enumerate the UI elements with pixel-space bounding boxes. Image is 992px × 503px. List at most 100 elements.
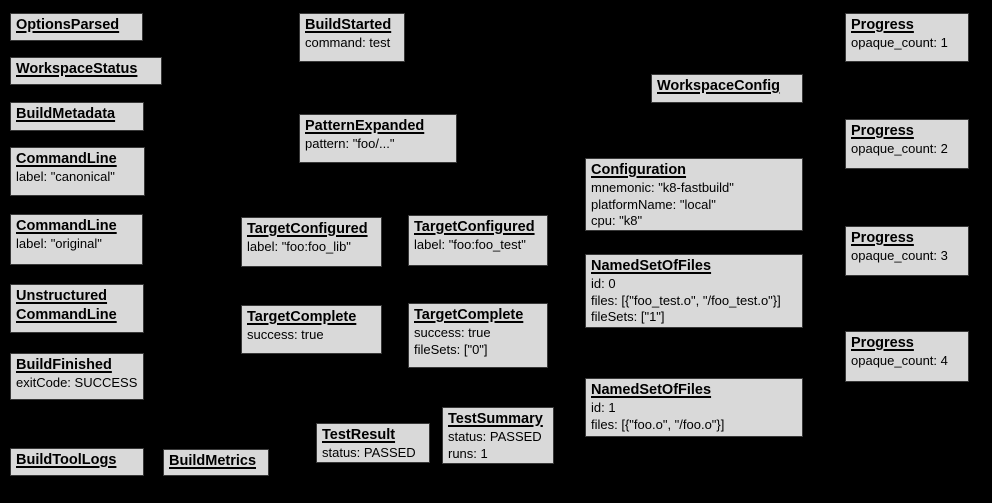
event-node-body-line: opaque_count: 3 <box>851 248 948 263</box>
event-node-title-line: BuildMetrics <box>169 453 257 469</box>
event-node-title: Progress <box>851 229 964 248</box>
event-node-title: TargetComplete <box>414 306 543 325</box>
event-node-body-line: exitCode: SUCCESS <box>16 375 138 390</box>
event-node-title: WorkspaceStatus <box>16 60 157 79</box>
event-node-title: BuildStarted <box>305 16 400 35</box>
event-node-title: PatternExpanded <box>305 117 452 136</box>
event-node-title-line: NamedSetOfFiles <box>591 382 712 398</box>
event-node-title-line: TestResult <box>322 427 396 443</box>
event-node-body: label: "canonical" <box>16 169 140 186</box>
event-node-title: BuildToolLogs <box>16 451 139 470</box>
event-node-body: command: test <box>305 35 400 52</box>
event-node-body: label: "original" <box>16 236 138 253</box>
event-node-title-line: Unstructured <box>16 288 108 304</box>
event-node-title: OptionsParsed <box>16 16 138 35</box>
event-node-pattern-expanded: PatternExpanded pattern: "foo/..." <box>299 114 457 163</box>
event-node-title-line: CommandLine <box>16 151 117 167</box>
event-node-title-line: Progress <box>851 123 914 139</box>
event-node-progress-1: Progress opaque_count: 1 <box>845 13 969 62</box>
event-node-body-line: fileSets: ["1"] <box>591 309 665 324</box>
event-node-title-line: TestSummary <box>448 411 543 427</box>
event-node-body-line: opaque_count: 4 <box>851 353 948 368</box>
event-node-title: Progress <box>851 122 964 141</box>
event-node-title-line: Configuration <box>591 162 687 178</box>
event-node-title: Progress <box>851 16 964 35</box>
event-node-body-line: pattern: "foo/..." <box>305 136 395 151</box>
event-node-title-line: TargetComplete <box>414 307 524 323</box>
event-node-title: TestSummary <box>448 410 549 429</box>
event-node-title: NamedSetOfFiles <box>591 381 798 400</box>
event-node-title-line: TargetComplete <box>247 309 357 325</box>
event-node-target-configured-foo-lib: TargetConfigured label: "foo:foo_lib" <box>241 217 382 267</box>
event-node-target-configured-foo-test: TargetConfigured label: "foo:foo_test" <box>408 215 548 266</box>
event-node-body: pattern: "foo/..." <box>305 136 452 153</box>
event-node-title: TargetComplete <box>247 308 377 327</box>
event-node-title: CommandLine <box>16 217 138 236</box>
event-node-body-line: label: "canonical" <box>16 169 115 184</box>
event-node-body-line: status: PASSED <box>448 429 542 444</box>
event-node-title-line: Progress <box>851 17 914 33</box>
event-node-title-line: NamedSetOfFiles <box>591 258 712 274</box>
event-node-workspace-status: WorkspaceStatus <box>10 57 162 85</box>
event-node-body: mnemonic: "k8-fastbuild"platformName: "l… <box>591 180 798 230</box>
event-node-title: BuildMetrics <box>169 452 264 471</box>
event-node-title: CommandLine <box>16 150 140 169</box>
event-node-build-started: BuildStarted command: test <box>299 13 405 62</box>
event-node-body-line: success: true <box>247 327 324 342</box>
event-node-body-line: status: PASSED <box>322 445 416 460</box>
event-node-target-complete-foo-lib: TargetComplete success: true <box>241 305 382 354</box>
event-node-title: TargetConfigured <box>414 218 543 237</box>
event-node-title-line: Progress <box>851 230 914 246</box>
event-node-body-line: mnemonic: "k8-fastbuild" <box>591 180 734 195</box>
event-node-build-tool-logs: BuildToolLogs <box>10 448 144 476</box>
event-node-body: exitCode: SUCCESS <box>16 375 139 392</box>
event-node-title-line: OptionsParsed <box>16 17 120 33</box>
event-node-body-line: cpu: "k8" <box>591 213 643 228</box>
event-node-command-line-original: CommandLine label: "original" <box>10 214 143 265</box>
event-node-command-line-canonical: CommandLine label: "canonical" <box>10 147 145 196</box>
event-node-test-result: TestResult status: PASSED <box>316 423 430 463</box>
event-node-title-line: PatternExpanded <box>305 118 425 134</box>
event-node-progress-2: Progress opaque_count: 2 <box>845 119 969 169</box>
event-node-body-line: success: true <box>414 325 491 340</box>
event-node-title-line: WorkspaceStatus <box>16 61 138 77</box>
event-node-title-line: BuildToolLogs <box>16 452 117 468</box>
event-node-title-line: TargetConfigured <box>247 221 368 237</box>
event-node-title: Progress <box>851 334 964 353</box>
event-node-options-parsed: OptionsParsed <box>10 13 143 41</box>
event-node-title: WorkspaceConfig <box>657 77 798 96</box>
event-node-title: Configuration <box>591 161 798 180</box>
event-node-title-line: WorkspaceConfig <box>657 78 781 94</box>
event-node-title-line: CommandLine <box>16 218 117 234</box>
event-node-build-finished: BuildFinished exitCode: SUCCESS <box>10 353 144 400</box>
event-node-title: BuildMetadata <box>16 105 139 124</box>
event-node-body-line: command: test <box>305 35 391 50</box>
event-node-title-line: BuildFinished <box>16 357 112 373</box>
event-node-body-line: label: "foo:foo_lib" <box>247 239 351 254</box>
event-node-body: status: PASSED <box>322 445 425 462</box>
event-node-body: opaque_count: 1 <box>851 35 964 52</box>
event-node-title-line: CommandLine <box>16 307 117 323</box>
event-node-body-line: files: [{"foo.o", "/foo.o"}] <box>591 416 725 432</box>
event-node-body: success: true <box>247 327 377 344</box>
event-node-body: opaque_count: 2 <box>851 141 964 158</box>
event-node-body-line: runs: 1 <box>448 445 488 461</box>
event-node-title-line: TargetConfigured <box>414 219 535 235</box>
event-node-body: label: "foo:foo_lib" <box>247 239 377 256</box>
event-node-body-line: platformName: "local" <box>591 196 716 212</box>
event-node-body-line: opaque_count: 2 <box>851 141 948 156</box>
event-node-progress-3: Progress opaque_count: 3 <box>845 226 969 276</box>
event-node-body-line: files: [{"foo_test.o", "/foo_test.o"}] <box>591 292 781 308</box>
event-node-title-line: Progress <box>851 335 914 351</box>
event-node-title: TestResult <box>322 426 425 445</box>
event-node-body: opaque_count: 4 <box>851 353 964 370</box>
